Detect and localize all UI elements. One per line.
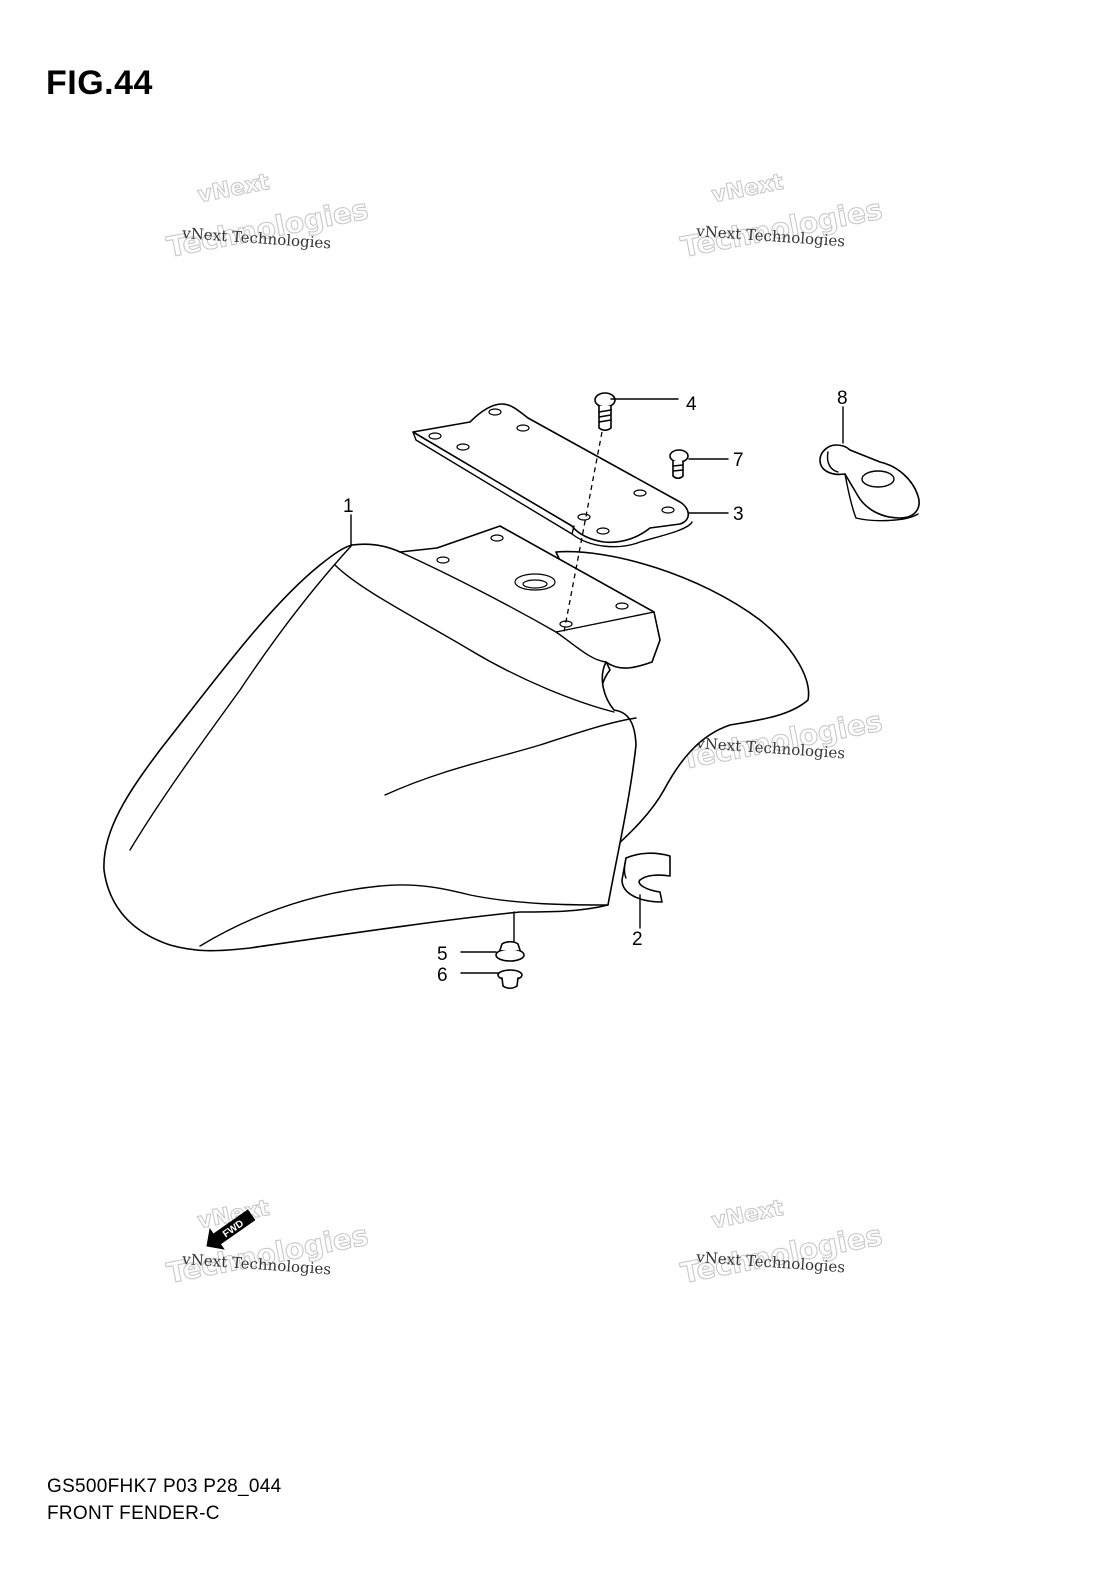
front-fender	[103, 525, 810, 952]
figure-title: FIG.44	[46, 64, 153, 102]
callout-3: 3	[733, 504, 744, 525]
watermark-bottom-right: vNext Technologies	[678, 1195, 886, 1290]
callout-2: 2	[632, 929, 643, 950]
callout-6: 6	[437, 965, 448, 986]
svg-text:vNext: vNext	[196, 170, 272, 208]
nut-5	[495, 940, 525, 962]
screw-7	[669, 449, 689, 480]
watermark-top-right: vNext Technologies	[678, 169, 886, 264]
svg-text:vNext: vNext	[710, 170, 786, 208]
section-name: FRONT FENDER-C	[47, 1503, 220, 1524]
cable-holder-8	[819, 444, 920, 522]
callout-5: 5	[437, 944, 448, 965]
callout-7: 7	[733, 450, 744, 471]
callout-1: 1	[343, 496, 354, 517]
callout-8: 8	[837, 388, 848, 409]
screw-4	[594, 392, 616, 432]
nut-6	[497, 969, 523, 990]
svg-text:vNext: vNext	[710, 1196, 786, 1234]
clamp-2	[621, 852, 671, 903]
callout-4: 4	[686, 394, 697, 415]
fender-brace-plate	[412, 403, 693, 548]
model-code: GS500FHK7 P03 P28_044	[47, 1476, 282, 1497]
